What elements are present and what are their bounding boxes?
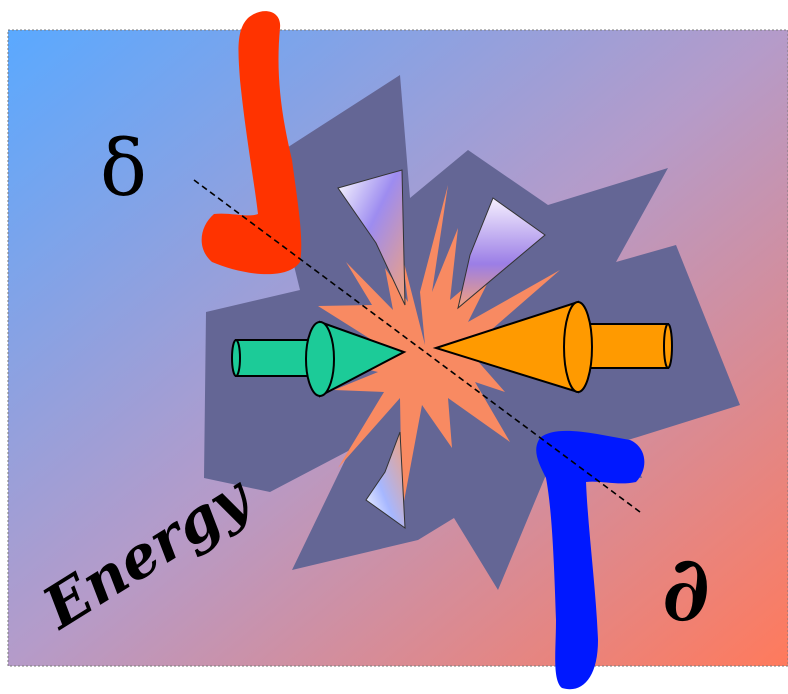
delta-label: δ	[100, 124, 147, 214]
curly-symbol-label: ∂	[662, 536, 710, 642]
